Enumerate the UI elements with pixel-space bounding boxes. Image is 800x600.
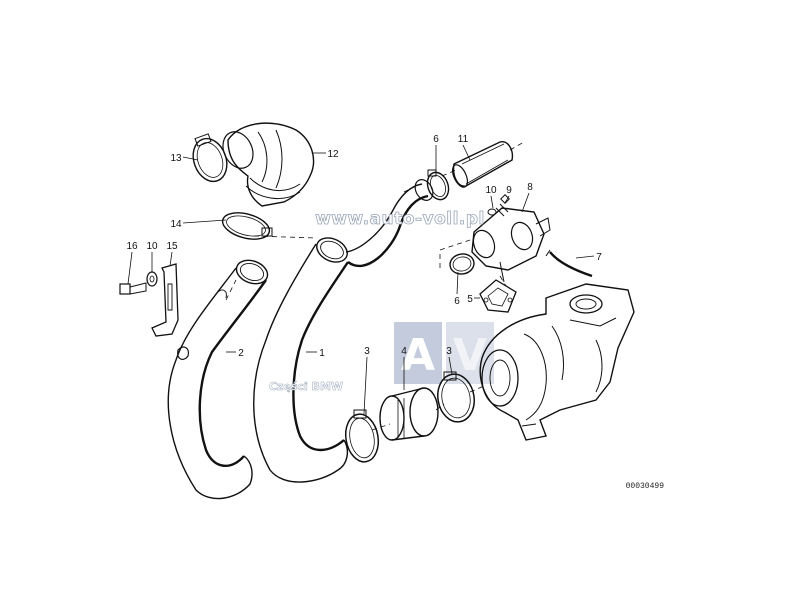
part-16-bolt [119, 282, 147, 295]
callout-9: 9 [506, 185, 512, 196]
callout-2: 2 [238, 348, 244, 359]
callout-6-upper: 6 [433, 134, 439, 145]
part-13-hose-clamp [192, 133, 228, 183]
part-12-elbow-hose [222, 122, 315, 207]
callout-3-left: 3 [364, 346, 370, 357]
part-11-hose [451, 141, 514, 188]
watermark-logo: A V [394, 322, 494, 384]
callout-13: 13 [170, 153, 182, 164]
callout-12: 12 [327, 149, 339, 160]
part-10-washer-left [146, 271, 158, 287]
part-3-hose-clamp-left [344, 409, 380, 463]
part-8-valve-housing [471, 207, 551, 283]
turbocharger [479, 283, 635, 441]
callout-1: 1 [319, 348, 325, 359]
callout-4: 4 [401, 346, 407, 357]
callout-10-right: 10 [485, 185, 497, 196]
part-14-hose-clamp [221, 212, 273, 240]
part-5-gasket [479, 279, 517, 313]
part-6-hose-clamp-upper [426, 169, 450, 201]
callout-14: 14 [170, 219, 182, 230]
callout-15: 15 [166, 241, 178, 252]
callout-7: 7 [596, 252, 602, 263]
callout-5: 5 [467, 294, 473, 305]
callout-labels: 13 12 14 16 10 15 2 1 3 4 3 6 11 10 9 8 … [126, 134, 602, 359]
callout-10-left: 10 [146, 241, 158, 252]
part-15-bracket [151, 263, 179, 337]
callout-11: 11 [458, 134, 469, 145]
part-10-washer-right [487, 208, 497, 216]
callout-3-right: 3 [446, 346, 452, 357]
leader-lines [127, 141, 595, 431]
part-4-rubber-sleeve [379, 387, 439, 441]
part-2-intake-pipe [167, 259, 269, 500]
part-9-screw [495, 194, 510, 217]
part-7-small-hose [545, 249, 593, 278]
part-3-hose-clamp-right [437, 371, 475, 423]
callout-6-lower: 6 [454, 296, 460, 307]
watermark-logo-right: V [453, 330, 487, 381]
watermark-logo-left: A [401, 330, 435, 381]
callout-16: 16 [126, 241, 138, 252]
part-1-intake-pipe [253, 179, 434, 483]
diagram-reference-number: 00030499 [626, 482, 665, 491]
part-6-hose-clamp-lower [449, 253, 475, 275]
watermark-brand: Części BMW [269, 380, 343, 393]
watermark-url: www.auto-voll.pl [315, 209, 485, 229]
callout-8: 8 [527, 182, 533, 193]
